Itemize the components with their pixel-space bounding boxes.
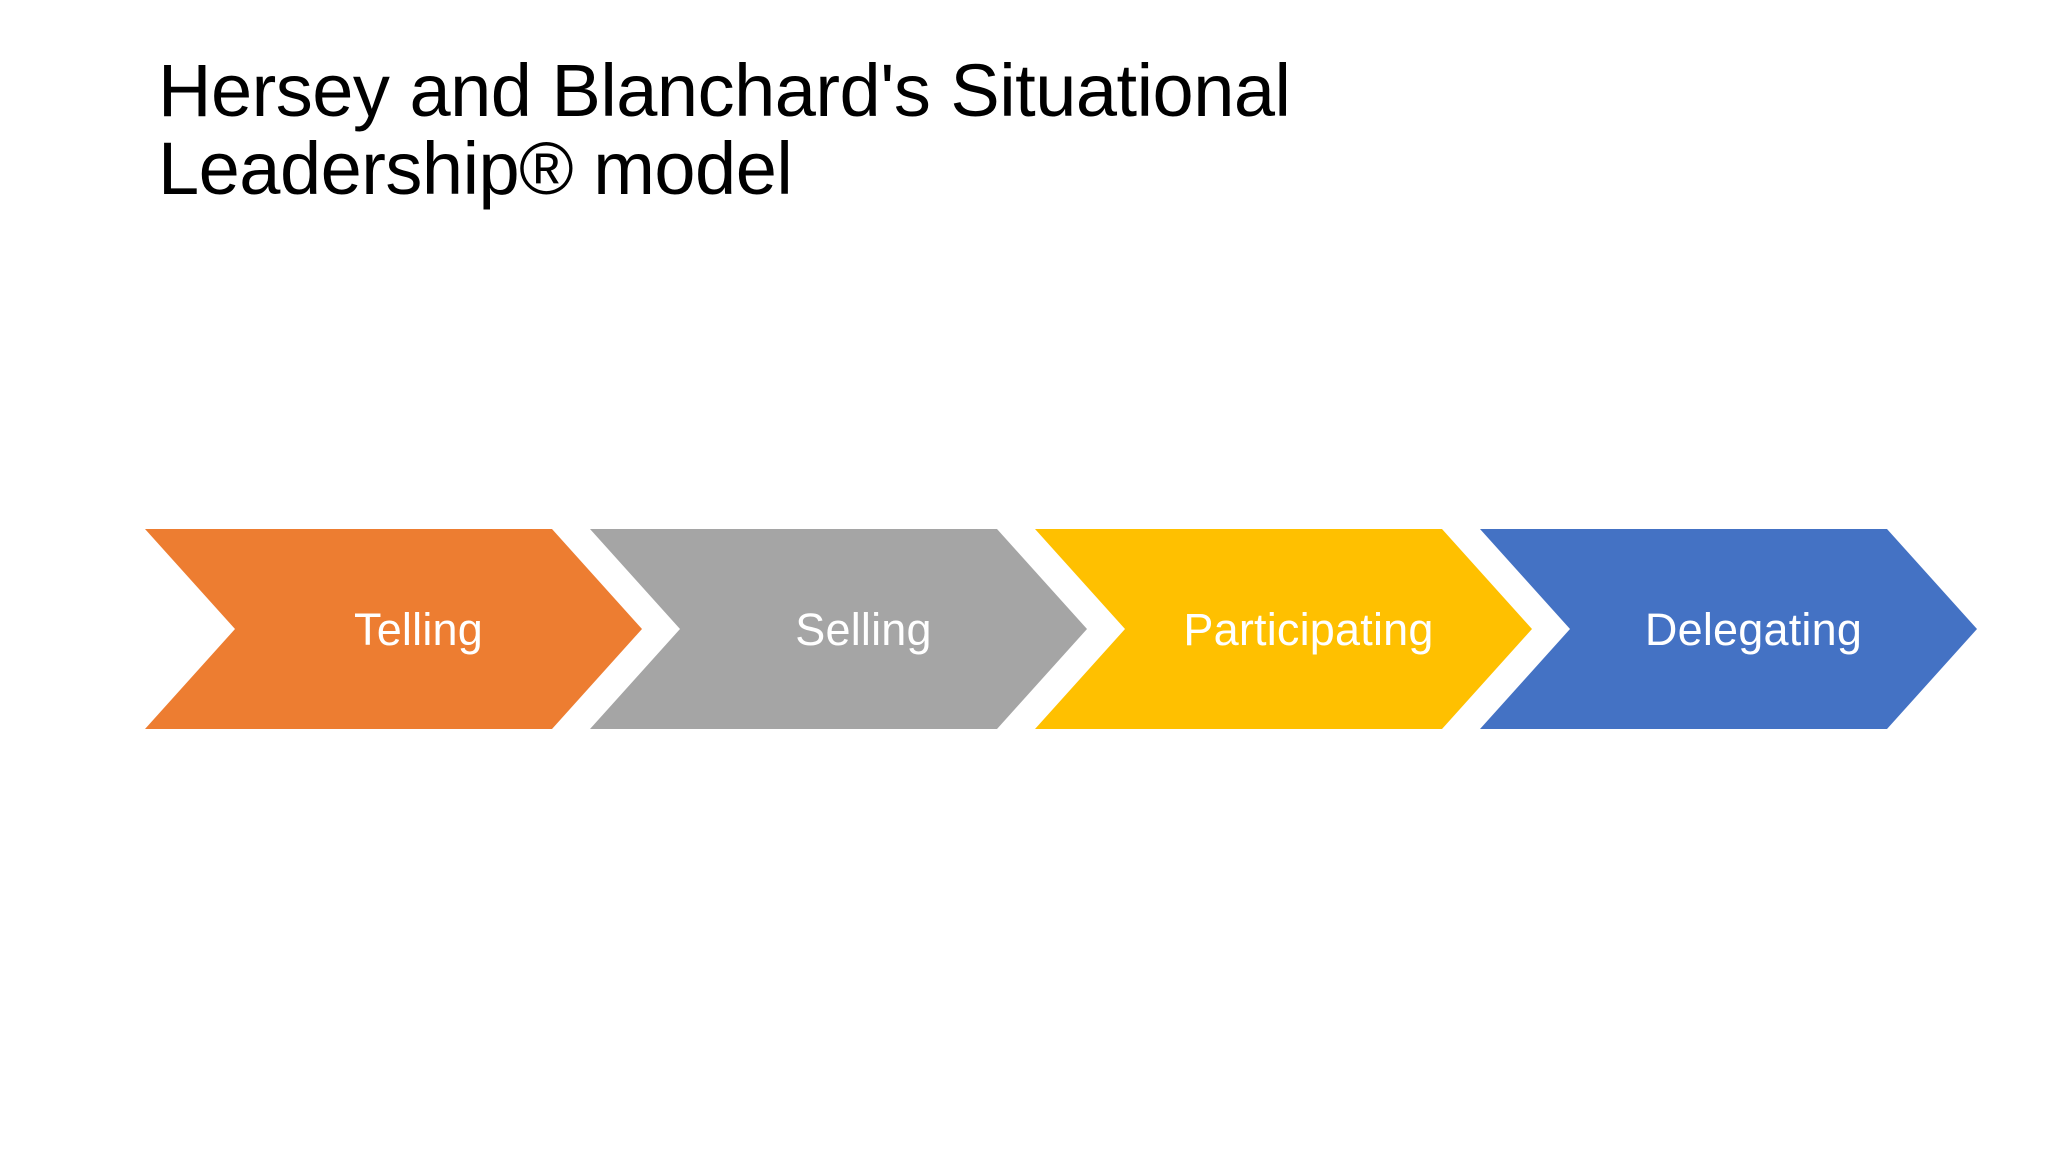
chevron-shape-icon (590, 529, 1087, 729)
process-step-delegating[interactable]: Delegating (1480, 529, 1977, 729)
chevron-shape-icon (1480, 529, 1977, 729)
process-step-participating[interactable]: Participating (1035, 529, 1532, 729)
chevron-shape-icon (1035, 529, 1532, 729)
process-step-selling[interactable]: Selling (590, 529, 1087, 729)
page-title: Hersey and Blanchard's Situational Leade… (158, 49, 1311, 211)
process-step-telling[interactable]: Telling (145, 529, 642, 729)
chevron-shape-icon (145, 529, 642, 729)
title-block: Hersey and Blanchard's Situational Leade… (158, 49, 1578, 211)
